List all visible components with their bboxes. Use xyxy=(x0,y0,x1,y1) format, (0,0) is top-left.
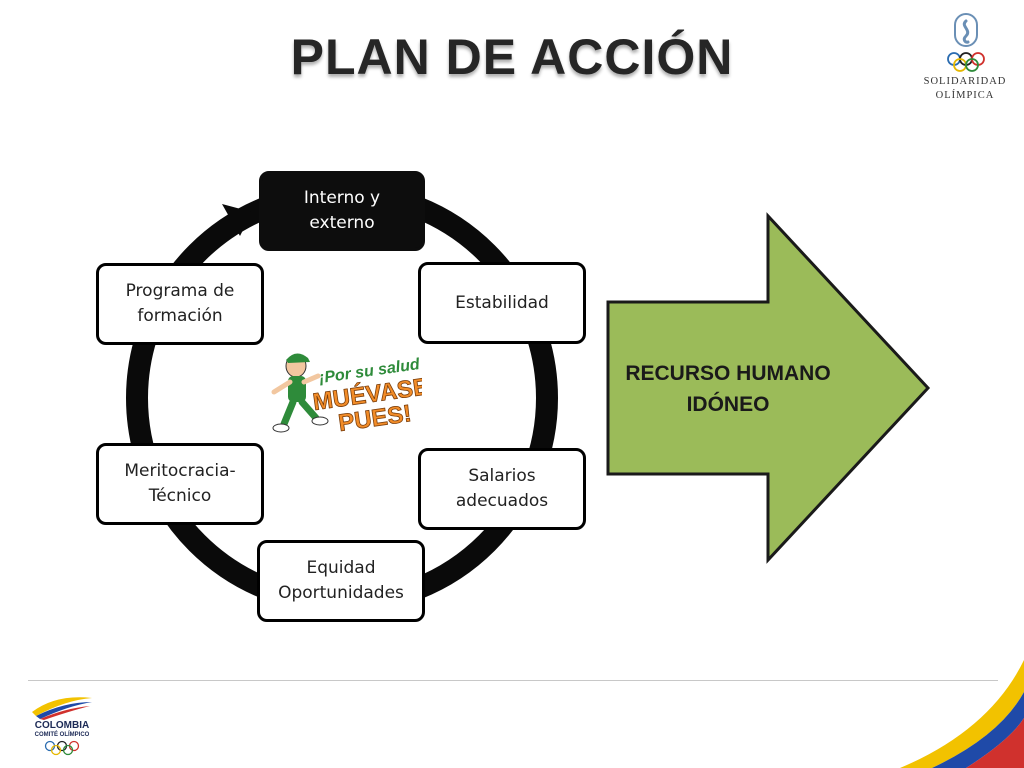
node-line: Meritocracia- xyxy=(124,461,236,481)
logo-text-line2: OLÍMPICA xyxy=(935,90,995,101)
colombia-text: COLOMBIA xyxy=(34,720,90,731)
node-line: externo xyxy=(309,213,375,233)
cycle-arrowhead xyxy=(222,204,252,236)
solidaridad-olimpica-logo: SOLIDARIDAD OLÍMPICA xyxy=(916,12,1014,104)
node-line: Técnico xyxy=(148,486,212,506)
cycle-node-interno-externo: Interno y externo xyxy=(259,171,425,251)
result-line-1: RECURSO HUMANO xyxy=(625,362,831,385)
logo-text-line1: SOLIDARIDAD xyxy=(923,76,1007,87)
node-line: Estabilidad xyxy=(455,292,549,313)
cycle-node-estabilidad: Estabilidad xyxy=(418,262,586,344)
cycle-node-salarios: Salarios adecuados xyxy=(418,448,586,530)
muevase-pues-logo: ¡Por su salud MUÉVASE PUES! xyxy=(266,348,431,440)
node-line: Oportunidades xyxy=(278,583,404,603)
corner-flag-stripes xyxy=(900,660,1024,768)
node-line: Interno y xyxy=(303,188,381,208)
node-line: adecuados xyxy=(455,491,549,511)
node-line: Salarios xyxy=(468,466,536,486)
node-line: Programa de xyxy=(125,281,235,301)
cycle-node-meritocracia: Meritocracia- Técnico xyxy=(96,443,264,525)
node-line: Equidad xyxy=(306,558,376,578)
slide-title: PLAN DE ACCIÓN xyxy=(290,29,734,85)
result-arrow-label: RECURSO HUMANO IDÓNEO xyxy=(612,358,844,420)
cycle-node-programa: Programa de formación xyxy=(96,263,264,345)
result-arrow xyxy=(606,212,931,564)
flag-swoosh-icon xyxy=(32,697,92,720)
result-line-2: IDÓNEO xyxy=(686,393,770,416)
olympic-rings-icon xyxy=(44,740,80,756)
comite-text: COMITÉ OLÍMPICO xyxy=(34,732,90,738)
footer-divider xyxy=(28,680,998,681)
node-line: formación xyxy=(137,306,223,326)
olympic-flame-icon xyxy=(947,13,985,72)
colombia-comite-olimpico-logo: COLOMBIA COMITÉ OLÍMPICO xyxy=(26,692,98,758)
runner-figure-icon xyxy=(271,353,329,433)
